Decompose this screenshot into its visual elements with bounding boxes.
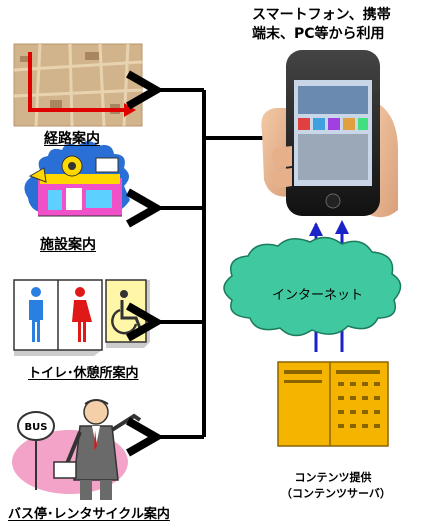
toilet-rest-icon [13, 279, 150, 356]
server-caption: コンテンツ提供 （コンテンツサーバ） [281, 470, 391, 502]
bus-stop-person-icon: BUS [12, 399, 142, 500]
distribution-connector [156, 90, 272, 437]
device-caption-line-1: スマートフォン、携帯 [252, 7, 391, 23]
service-label-toilet-rest: トイレ･休憩所案内 [28, 366, 139, 381]
route-map-icon [13, 43, 143, 127]
server-caption-line-2: （コンテンツサーバ） [281, 487, 391, 500]
device-caption: スマートフォン、携帯 端末、PC等から利用 [252, 6, 391, 44]
service-label-facility: 施設案内 [40, 237, 96, 253]
smartphone-icon [261, 50, 398, 218]
service-label-bus-cycle: バス停･レンタサイクル案内 [8, 507, 170, 522]
internet-cloud [223, 236, 402, 337]
facility-icon [24, 141, 131, 217]
internet-label: インターネット [272, 288, 364, 303]
server-caption-line-1: コンテンツ提供 [294, 471, 372, 484]
device-caption-line-2: 端末、PC等から利用 [252, 26, 385, 42]
bus-sign-text: BUS [25, 422, 48, 433]
content-server-icon [277, 361, 389, 447]
service-label-route: 経路案内 [44, 131, 100, 147]
